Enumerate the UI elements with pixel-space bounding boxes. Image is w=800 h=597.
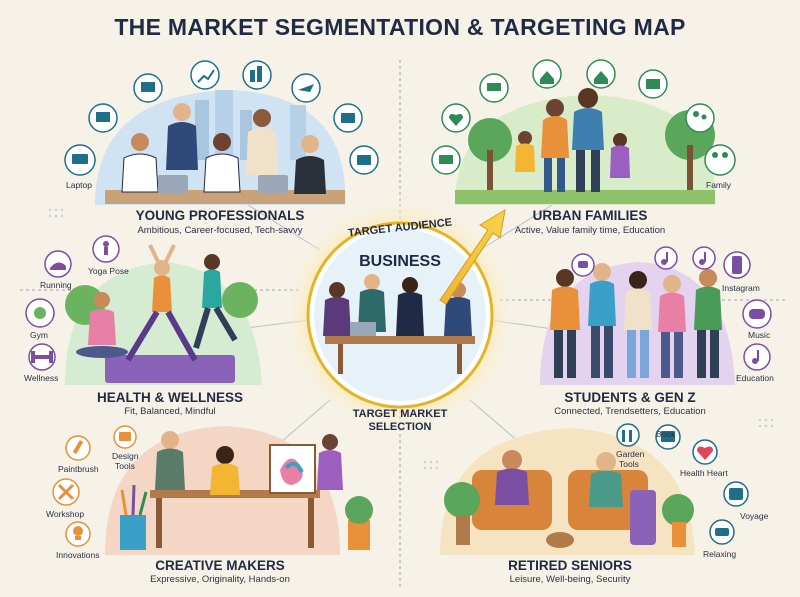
student-4 [658,275,686,378]
segment-title-retired-seniors: RETIRED SENIORS [508,558,632,573]
creative-makers-icon-glyphs [57,432,131,540]
senior-man [495,450,529,505]
segment-subtitle-young-professionals: Ambitious, Career-focused, Tech-savvy [137,225,303,236]
health-wellness-icon-glyphs [31,241,109,363]
senior-woman [589,452,623,507]
target-market-label: TARGET MARKET [352,408,448,420]
meeting-table [325,336,475,344]
family-child-2 [610,133,630,178]
business-person-3 [396,277,424,336]
yoga-person-standing [125,244,198,362]
gym-label: Gym [30,330,48,340]
garden-tools-label-line2: Tools [619,459,639,469]
growth-arrow [439,209,506,305]
professional-person-5 [294,135,326,194]
book-label: Book [656,429,676,439]
garden-tools-label-line1: Garden [616,449,645,459]
professional-person-2 [166,103,198,170]
parent-child-icon [685,103,715,133]
family-child-1 [515,131,535,172]
running-label: Running [40,280,72,290]
yoga-person-sitting [76,292,128,358]
laptop-prop [158,175,188,193]
segment-title-creative-makers: CREATIVE MAKERS [155,558,285,573]
urban-families-scene [455,88,716,205]
growth-chart-icon [190,60,220,90]
business-person-1 [323,282,351,336]
retired-seniors-scene [440,428,695,555]
health-heart-label: Health Heart [680,468,728,478]
family-father [572,88,604,192]
student-2 [588,263,616,378]
decorative-dots [48,208,774,470]
student-5 [694,269,722,378]
segment-title-health-wellness: HEALTH & WELLNESS [97,390,243,405]
music-label: Music [748,330,771,340]
relaxing-label: Relaxing [703,549,737,559]
professional-person-4 [246,109,278,175]
yoga-pose-label: Yoga Pose [88,266,129,276]
innovations-label: Innovations [56,550,100,560]
business-person-2 [358,274,386,332]
center-laptop [350,322,376,336]
young-professionals-icons [64,60,379,176]
segment-subtitle-students-genz: Connected, Trendsetters, Education [554,406,706,417]
family-icon [704,144,736,176]
segment-title-urban-families: URBAN FAMILIES [532,208,648,223]
segment-subtitle-retired-seniors: Leisure, Well-being, Security [509,574,631,585]
instagram-label: Instagram [722,283,760,293]
laptop-label: Laptop [66,180,92,190]
design-tools-label-line1: Design [112,451,139,461]
young-professionals-scene [95,90,346,205]
paintbrush-label: Paintbrush [58,464,99,474]
segment-title-young-professionals: YOUNG PROFESSIONALS [135,208,305,223]
creative-makers-scene [105,426,373,555]
maker-person-2 [210,446,240,495]
selection-label: SELECTION [368,421,432,433]
center-hub [280,195,520,435]
students-genz-scene [540,262,735,385]
health-wellness-icons [25,235,120,371]
maker-person-3 [317,434,343,490]
runner-person [193,254,238,349]
plant-pot [348,520,370,550]
maker-person-1 [155,431,185,490]
page-title: THE MARKET SEGMENTATION & TARGETING MAP [114,14,686,40]
segment-subtitle-creative-makers: Expressive, Originality, Hands-on [150,574,290,585]
easel-canvas [269,444,316,494]
student-3 [624,271,652,378]
young-professionals-icon-glyphs [72,66,371,165]
health-wellness-scene [65,244,262,385]
retired-seniors-icon-glyphs [622,430,743,536]
family-label: Family [706,180,732,190]
students-genz-icon-glyphs [578,252,765,364]
segment-subtitle-health-wellness: Fit, Balanced, Mindful [124,406,216,417]
suitcase [630,490,656,545]
family-mother [541,99,569,192]
urban-families-icon-glyphs [439,71,728,164]
basket [546,532,574,548]
student-1 [550,269,580,378]
voyage-label: Voyage [740,511,769,521]
garden-tools-icon [616,423,640,447]
professional-person-3 [203,133,241,193]
professional-person-1 [121,133,159,193]
design-tools-label-line2: Tools [115,461,135,471]
business-heading: BUSINESS [359,253,441,270]
segment-title-students-genz: STUDENTS & GEN Z [564,390,696,405]
education-label: Education [736,373,774,383]
workshop-label: Workshop [46,509,85,519]
segment-subtitle-urban-families: Active, Value family time, Education [514,225,666,236]
brush-jar [120,515,146,550]
wellness-label: Wellness [24,373,59,383]
